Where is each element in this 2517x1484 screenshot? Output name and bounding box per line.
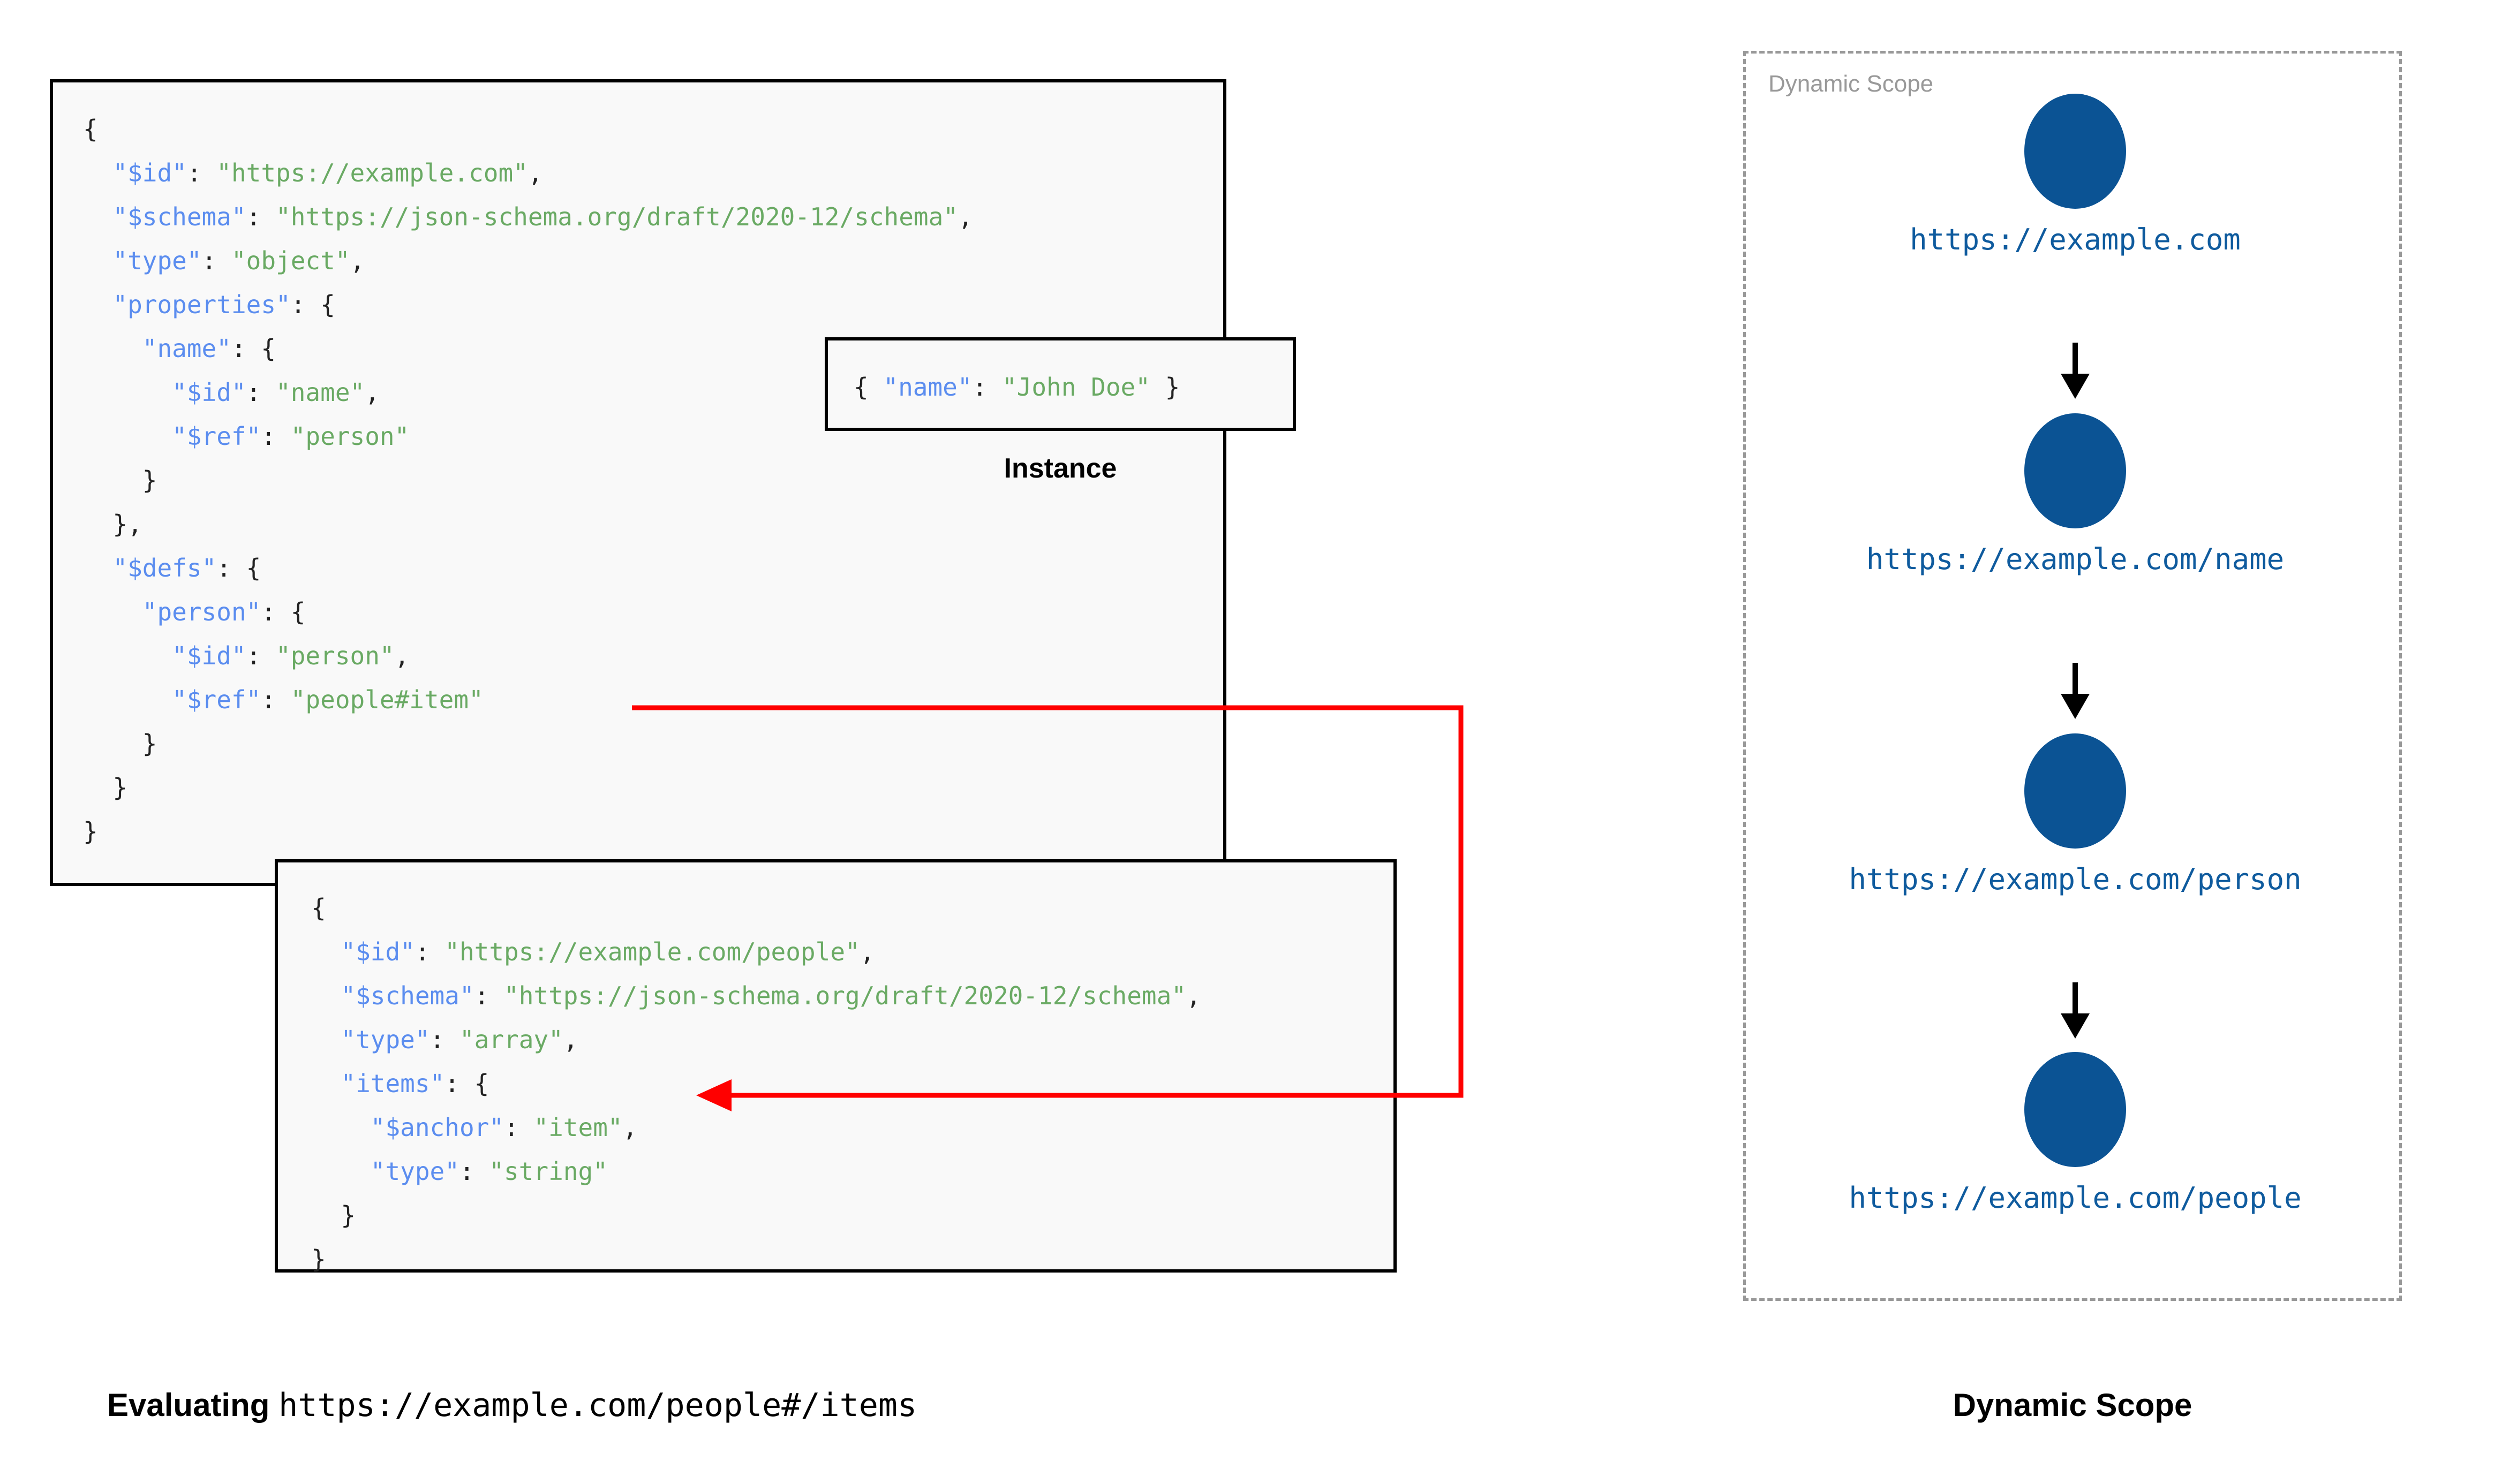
scope-node-circle-0 (2024, 94, 2126, 209)
evaluating-label: Evaluating (107, 1387, 270, 1423)
people-schema-code: { "$id": "https://example.com/people", "… (311, 894, 1201, 1274)
scope-node-label-0: https://example.com (1910, 223, 2241, 256)
scope-node-circle-2 (2024, 733, 2126, 849)
evaluating-caption: Evaluating https://example.com/people#/i… (107, 1387, 917, 1424)
scope-node-label-1: https://example.com/name (1866, 542, 2285, 576)
evaluating-uri: https://example.com/people#/items (278, 1387, 917, 1424)
instance-caption: Instance (1004, 453, 1117, 484)
dynamic-scope-panel: Dynamic Scope https://example.com https:… (1743, 51, 2402, 1301)
people-schema-box: { "$id": "https://example.com/people", "… (275, 859, 1397, 1274)
scope-node-label-2: https://example.com/person (1849, 862, 2302, 896)
scope-node-0: https://example.com (1746, 94, 2405, 256)
scope-arrow-0 (2061, 343, 2090, 399)
dynamic-scope-caption: Dynamic Scope (1953, 1387, 2192, 1423)
instance-box: { "name": "John Doe" } (825, 337, 1296, 431)
scope-arrow-1 (2061, 663, 2090, 719)
root-schema-code: { "$id": "https://example.com", "$schema… (83, 115, 973, 846)
scope-node-circle-1 (2024, 413, 2126, 528)
scope-node-3: https://example.com/people (1746, 1052, 2405, 1215)
dynamic-scope-panel-label: Dynamic Scope (1768, 71, 1934, 97)
scope-node-circle-3 (2024, 1052, 2126, 1167)
scope-node-1: https://example.com/name (1746, 413, 2405, 576)
instance-code: { "name": "John Doe" } (854, 373, 1180, 402)
scope-arrow-2 (2061, 982, 2090, 1039)
scope-node-label-3: https://example.com/people (1849, 1181, 2302, 1215)
scope-node-2: https://example.com/person (1746, 733, 2405, 896)
